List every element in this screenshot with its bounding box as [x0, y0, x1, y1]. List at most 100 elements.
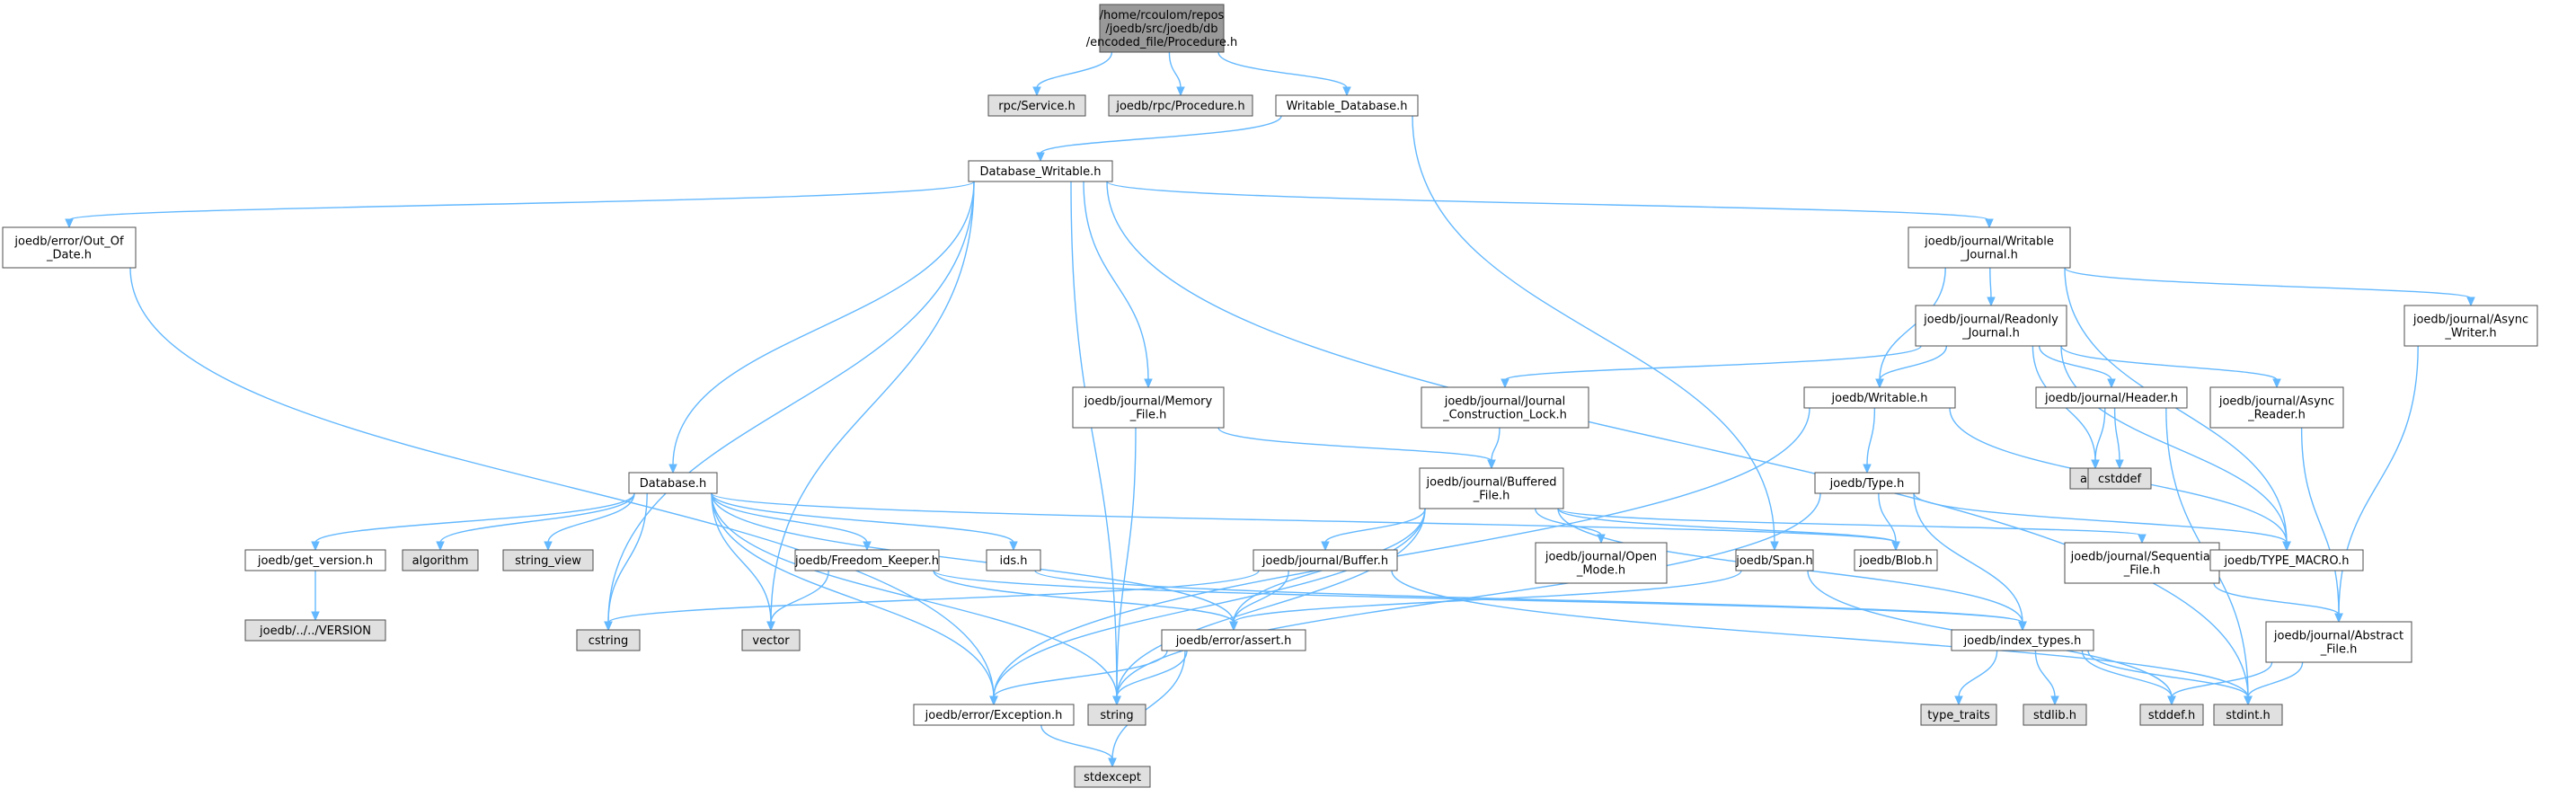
- edge-database_h-to-string_view: [544, 492, 635, 552]
- node-async-reader[interactable]: joedb/journal/Async_Reader.h: [2209, 386, 2344, 429]
- node-label-line: type_traits: [1927, 709, 1990, 722]
- node-root[interactable]: /home/rcoulom/repos/joedb/src/joedb/db/e…: [1086, 4, 1238, 53]
- edge-database_writable-to-writable_journal: [1106, 181, 1994, 229]
- edge-arrowhead: [1229, 621, 1238, 632]
- edge-arrowhead: [1954, 695, 1963, 706]
- node-label-line: joedb/../../VERSION: [259, 624, 371, 638]
- edge-readonly_journal-to-type_macro: [2060, 345, 2291, 552]
- edge-root-to-writable_database: [1217, 51, 1351, 97]
- edge-arrowhead: [2334, 613, 2343, 624]
- node-ids-h[interactable]: ids.h: [986, 549, 1041, 571]
- node-buffer-h[interactable]: joedb/journal/Buffer.h: [1253, 549, 1398, 571]
- node-box: [1419, 467, 1564, 509]
- node-sequential-file[interactable]: joedb/journal/Sequential_File.h: [2064, 542, 2220, 584]
- edge-arrowhead: [2167, 695, 2176, 706]
- node-label-line: Writable_Database.h: [1286, 100, 1407, 113]
- node-label-line: stdlib.h: [2033, 709, 2076, 722]
- node-box: [244, 549, 386, 571]
- edge-type_h-to-type_macro: [1913, 492, 2291, 552]
- node-database-writable[interactable]: Database_Writable.h: [968, 160, 1113, 182]
- node-label-line: joedb/Freedom_Keeper.h: [794, 554, 939, 568]
- node-buffered-file[interactable]: joedb/journal/Buffered_File.h: [1419, 467, 1564, 509]
- node-out-of-date[interactable]: joedb/error/Out_Of_Date.h: [2, 226, 137, 269]
- edge-arrowhead: [668, 464, 677, 474]
- edge-assert_h-to-string: [1112, 650, 1188, 706]
- edge-arrowhead: [1108, 757, 1117, 768]
- edge-arrowhead: [2107, 378, 2116, 389]
- node-journal-lock[interactable]: joedb/journal/Journal_Construction_Lock.…: [1421, 386, 1589, 429]
- node-database-h[interactable]: Database.h: [628, 472, 718, 494]
- node-writable-journal[interactable]: joedb/journal/Writable_Journal.h: [1908, 226, 2071, 269]
- node-readonly-journal[interactable]: joedb/journal/Readonly_Journal.h: [1915, 305, 2067, 347]
- node-type-macro[interactable]: joedb/TYPE_MACRO.h: [2209, 549, 2364, 571]
- node-label-line: joedb/journal/Memory: [1084, 395, 1213, 409]
- node-label-line: joedb/journal/Open: [1545, 551, 1657, 564]
- node-box: [1074, 766, 1151, 788]
- edge-buffered_file-to-sequential_file: [1557, 508, 2147, 545]
- edge-database_writable-to-memory_file: [1083, 181, 1153, 389]
- node-box: [968, 160, 1113, 182]
- node-writable-database[interactable]: Writable_Database.h: [1275, 94, 1419, 117]
- node-freedom-keeper[interactable]: joedb/Freedom_Keeper.h: [794, 549, 940, 571]
- edge-journal_lock-to-buffered_file: [1487, 427, 1500, 470]
- node-box: [244, 619, 386, 642]
- edge-memory_file-to-buffered_file: [1217, 427, 1496, 470]
- edge-arrowhead: [1875, 378, 1884, 389]
- edge-arrowhead: [544, 541, 553, 552]
- node-box: [1087, 704, 1146, 726]
- node-exception-h[interactable]: joedb/error/Exception.h: [913, 704, 1075, 726]
- node-stdint-h: stdint.h: [2213, 704, 2283, 726]
- edge-readonly_journal-to-journal_lock: [1500, 345, 1922, 389]
- node-label-line: joedb/journal/Readonly: [1923, 314, 2058, 327]
- node-label-line: joedb/journal/Sequential: [2070, 551, 2214, 564]
- node-box: [402, 549, 479, 571]
- edge-arrowhead: [1036, 152, 1045, 163]
- node-span-h[interactable]: joedb/Span.h: [1735, 549, 1814, 571]
- node-label-line: joedb/error/assert.h: [1175, 634, 1292, 648]
- node-async-writer[interactable]: joedb/journal/Async_Writer.h: [2403, 305, 2538, 347]
- node-label-line: joedb/journal/Buffer.h: [1261, 554, 1388, 568]
- node-box: [741, 629, 801, 651]
- edge-arrowhead: [436, 541, 445, 552]
- edge-writable_h-to-type_h: [1863, 407, 1876, 474]
- node-open-mode[interactable]: joedb/journal/Open_Mode.h: [1535, 542, 1668, 584]
- edge-arrowhead: [1987, 297, 1996, 307]
- node-label-line: joedb/Blob.h: [1858, 554, 1933, 568]
- node-index-types[interactable]: joedb/index_types.h: [1951, 629, 2094, 651]
- node-get-version[interactable]: joedb/get_version.h: [244, 549, 386, 571]
- node-label-line: joedb/error/Exception.h: [925, 709, 1063, 722]
- edge-header_h-to-cstddef: [2113, 407, 2124, 470]
- edge-async_reader-to-abstract_file: [2300, 427, 2343, 624]
- node-label-line: stdexcept: [1084, 771, 1141, 784]
- edge-index_types-to-stddef_h: [2081, 650, 2176, 706]
- node-label-line: string: [1100, 709, 1133, 722]
- node-header-h[interactable]: joedb/journal/Header.h: [2035, 386, 2188, 409]
- node-box: [1275, 94, 1419, 117]
- node-label-line: /joedb/src/joedb/db: [1105, 22, 1217, 36]
- edge-arrowhead: [65, 218, 74, 229]
- node-label-line: Database.h: [640, 477, 706, 491]
- node-type-h[interactable]: joedb/Type.h: [1814, 472, 1920, 494]
- node-box: [2403, 305, 2538, 347]
- node-blob-h[interactable]: joedb/Blob.h: [1854, 549, 1938, 571]
- edge-arrowhead: [1032, 86, 1041, 97]
- node-assert-h[interactable]: joedb/error/assert.h: [1161, 629, 1306, 651]
- node-memory-file[interactable]: joedb/journal/Memory_File.h: [1072, 386, 1225, 429]
- edge-database_writable-to-out_of_date: [65, 181, 975, 229]
- edge-root-to-rpc_service: [1032, 51, 1113, 97]
- edge-readonly_journal-to-writable_h: [1875, 345, 1948, 389]
- edge-arrowhead: [2244, 695, 2253, 706]
- edge-arrowhead: [2050, 695, 2059, 706]
- edge-writable_journal-to-readonly_journal: [1987, 267, 1996, 307]
- node-cstring: cstring: [576, 629, 641, 651]
- edge-arrowhead: [1342, 86, 1351, 97]
- node-writable-h[interactable]: joedb/Writable.h: [1803, 386, 1956, 409]
- node-label-line: joedb/journal/Buffered: [1426, 476, 1557, 490]
- edge-arrowhead: [604, 621, 613, 632]
- node-abstract-file[interactable]: joedb/journal/Abstract_File.h: [2265, 621, 2412, 663]
- edge-async_writer-to-abstract_file: [2334, 345, 2419, 624]
- edge-index_types-to-stdlib_h: [2034, 650, 2059, 706]
- edge-sequential_file-to-abstract_file: [2213, 582, 2343, 624]
- edge-arrowhead: [2018, 621, 2027, 632]
